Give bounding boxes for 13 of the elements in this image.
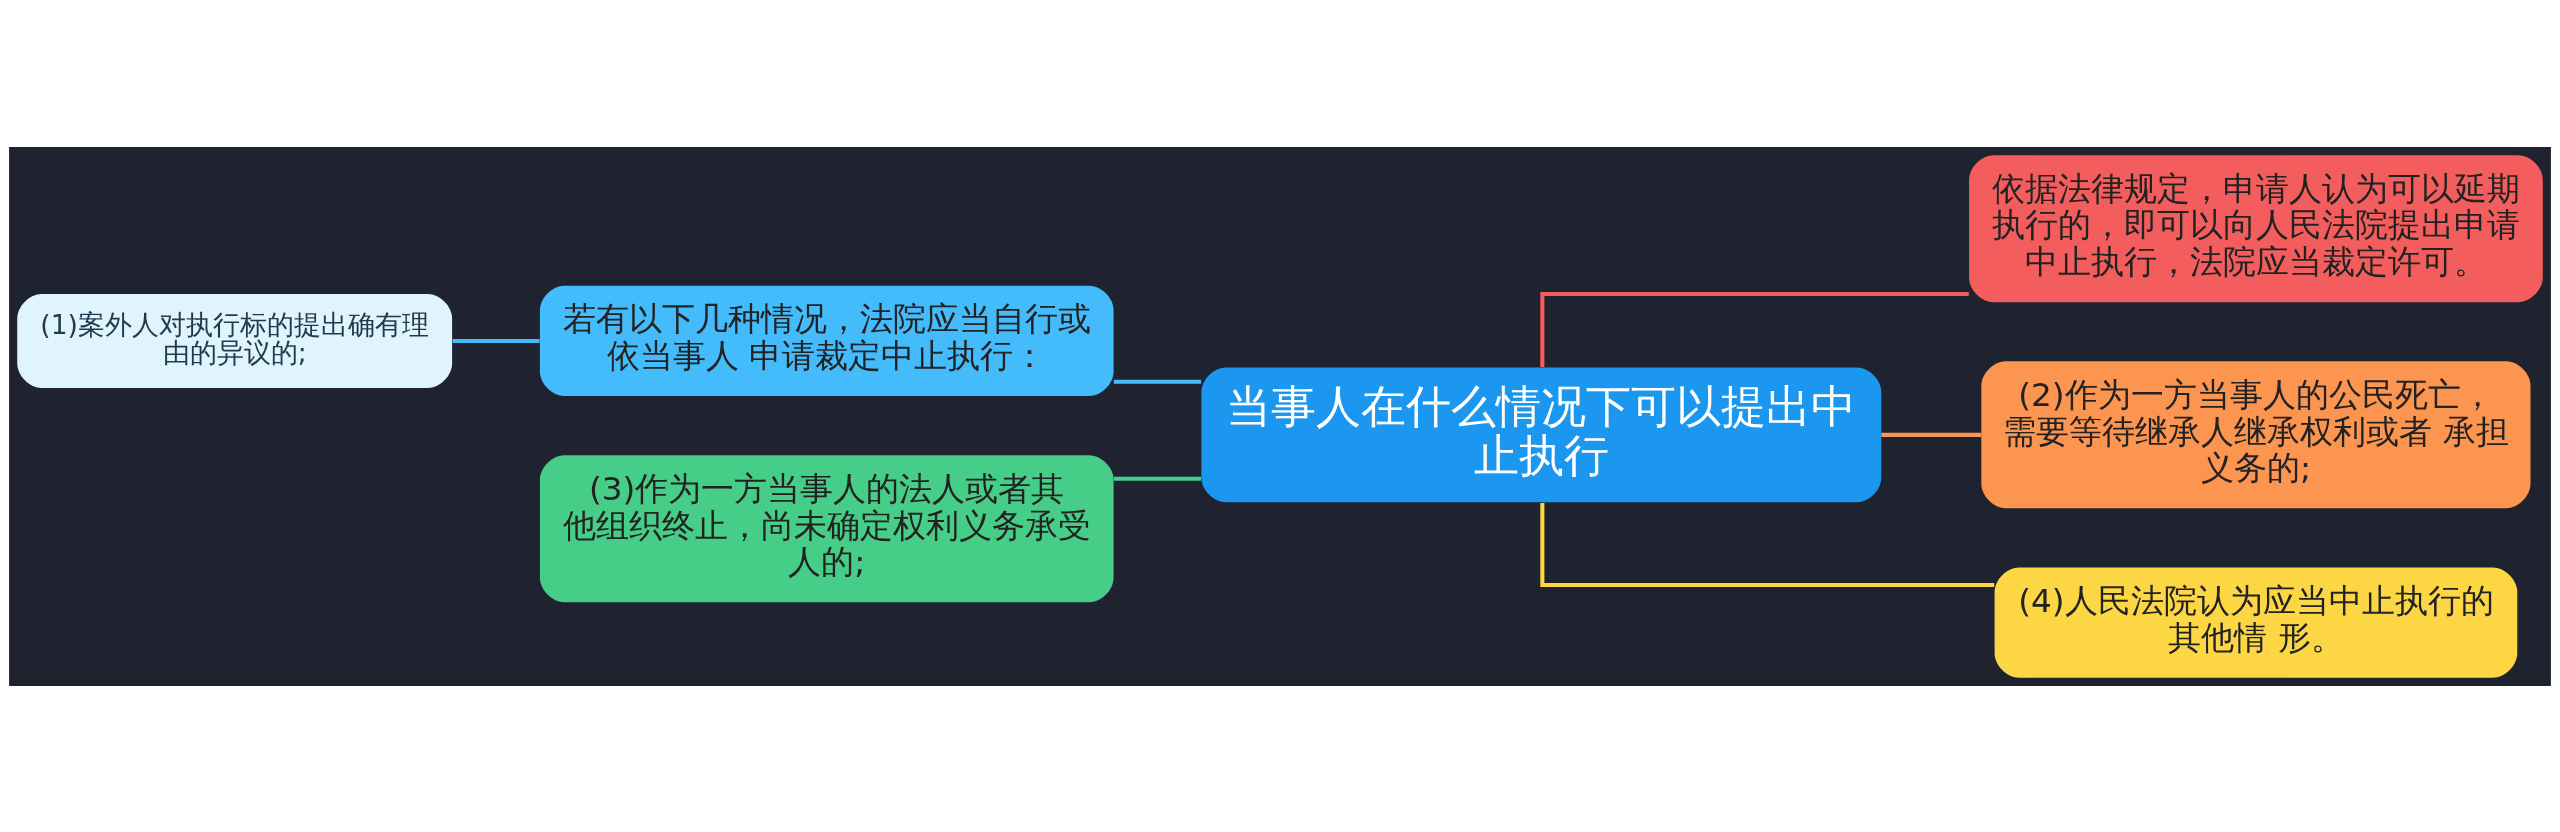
node-box: (3)作为一方当事人的法人或者其他组织终止，尚未确定权利义务承受人的; bbox=[539, 454, 1114, 602]
node-box: 依据法律规定，申请人认为可以延期执行的，即可以向人民法院提出申请中止执行，法院应当裁定许可。 bbox=[1969, 154, 2543, 302]
connector bbox=[452, 338, 540, 343]
node-box: (2)作为一方当事人的公民死亡，需要等待继承人继承权利或者 承担义务的; bbox=[1981, 360, 2531, 508]
node-box: 若有以下几种情况，法院应当自行或依当事人 申请裁定中止执行： bbox=[539, 285, 1114, 396]
node-box: (1)案外人对执行标的提出确有理由的异议的; bbox=[17, 293, 453, 388]
connector bbox=[1540, 291, 1969, 367]
connector bbox=[1881, 432, 1982, 437]
connector bbox=[1113, 379, 1202, 384]
connector bbox=[1113, 476, 1202, 481]
node-box: 当事人在什么情况下可以提出中止执行 bbox=[1201, 367, 1882, 502]
connector bbox=[1540, 502, 1995, 587]
node-box: (4)人民法院认为应当中止执行的其他情 形。 bbox=[1994, 567, 2518, 678]
